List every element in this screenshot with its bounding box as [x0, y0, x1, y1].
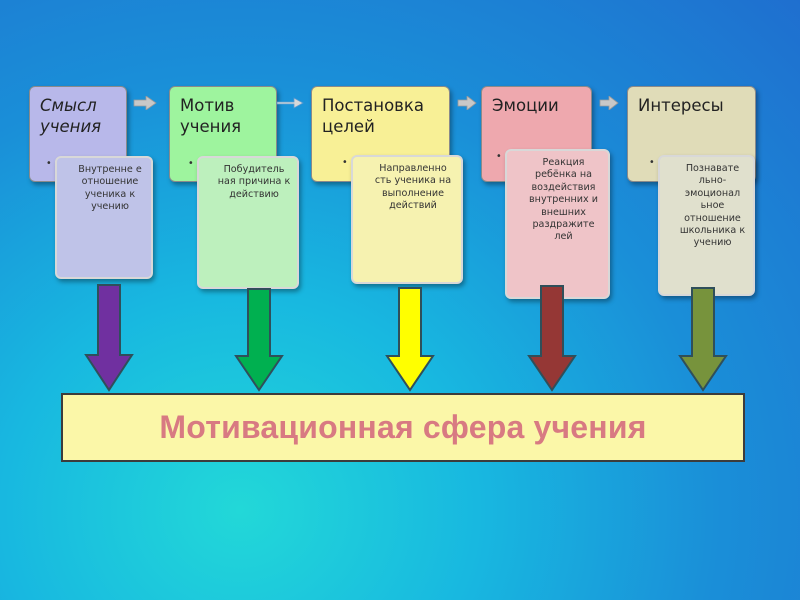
stage-description-box-1: • Внутренне е отношение ученика к учению — [46, 156, 153, 279]
stage-description-1: Внутренне е отношение ученика к учению — [78, 164, 142, 213]
right-arrow-icon — [276, 97, 304, 109]
stage-title-1: Смысл учения — [40, 96, 102, 136]
down-arrow-icon — [527, 285, 577, 392]
down-arrow-icon — [385, 287, 435, 392]
stage-title-5: Интересы — [638, 96, 724, 115]
motivation-sphere-label: Мотивационная сфера учения — [159, 409, 647, 445]
stage-title-3: Постановка целей — [322, 96, 424, 136]
stage-title-4: Эмоции — [492, 96, 559, 115]
stage-description-4: Реакция ребёнка на воздействия внутренни… — [529, 157, 598, 243]
down-arrow-icon — [234, 288, 284, 392]
stage-description-box-5: • Познавате льно- эмоционал ьное отношен… — [649, 155, 755, 296]
bullet-icon: • — [649, 157, 655, 168]
right-arrow-icon — [457, 96, 477, 110]
right-arrow-icon — [133, 96, 157, 110]
stage-description-box-3: • Направленно сть ученика на выполнение … — [342, 155, 463, 284]
motivation-sphere-box: Мотивационная сфера учения — [61, 393, 745, 462]
stage-description-5: Познавате льно- эмоционал ьное отношение… — [679, 163, 746, 249]
stage-title-2: Мотив учения — [180, 96, 242, 136]
stage-description-box-2: • Побудитель ная причина к действию — [188, 156, 299, 289]
bullet-icon: • — [188, 158, 194, 169]
bullet-icon: • — [342, 157, 348, 168]
down-arrow-icon — [84, 284, 134, 392]
stage-description-2: Побудитель ная причина к действию — [217, 164, 291, 200]
down-arrow-icon — [678, 287, 728, 392]
bullet-icon: • — [496, 151, 502, 162]
stage-box-2: Мотив учения — [169, 86, 277, 182]
bullet-icon: • — [46, 158, 52, 169]
stage-description-3: Направленно сть ученика на выполнение де… — [374, 163, 452, 212]
stage-description-box-4: • Реакция ребёнка на воздействия внутрен… — [496, 149, 610, 299]
right-arrow-icon — [599, 96, 619, 110]
